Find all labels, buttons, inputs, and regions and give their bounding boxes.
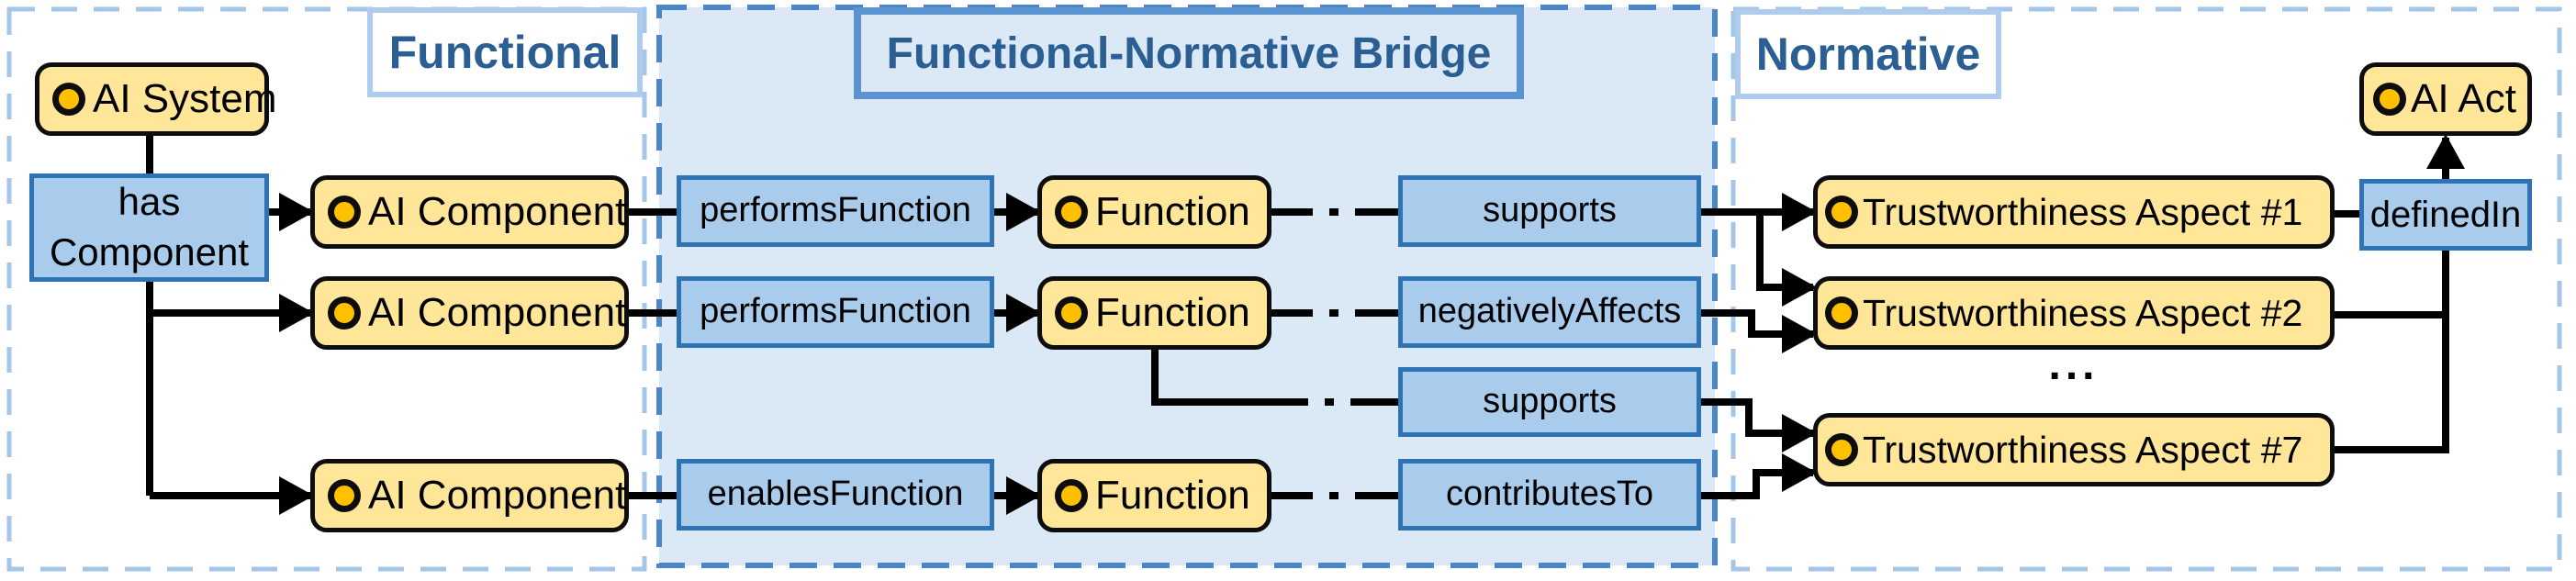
node-function-2-label: Function [1095, 290, 1250, 335]
node-trustworthiness-aspect-2-label: Trustworthiness Aspect #2 [1863, 291, 2303, 334]
node-trustworthiness-aspect-1: Trustworthiness Aspect #1 [1813, 175, 2335, 249]
panel-title-bridge: Functional-Normative Bridge [854, 7, 1524, 99]
dashdot-function2-to-supports2 [1151, 349, 1398, 406]
relation-contributes-to: contributesTo [1398, 459, 1701, 531]
relation-has-component: has Component [29, 173, 269, 282]
relation-supports-1-label: supports [1483, 191, 1617, 230]
arrow-supports1-to-aspect2 [1756, 212, 1817, 307]
relation-supports-1: supports [1398, 175, 1701, 247]
node-ai-component-2-label: AI Component [368, 290, 627, 335]
instance-icon [1055, 296, 1088, 330]
instance-icon [1825, 433, 1858, 466]
arrow-negativelyaffects-to-aspect2 [1701, 309, 1817, 353]
node-ai-component-1: AI Component [310, 175, 629, 249]
node-ai-component-3-label: AI Component [368, 473, 627, 518]
node-ai-act-label: AI Act [2411, 76, 2516, 121]
relation-performs-function-2-label: performsFunction [700, 292, 971, 331]
instance-icon [52, 83, 85, 116]
panel-title-bridge-label: Functional-Normative Bridge [886, 28, 1492, 78]
node-trustworthiness-aspect-7-label: Trustworthiness Aspect #7 [1863, 428, 2303, 471]
node-ai-component-2: AI Component [310, 276, 629, 350]
node-function-2: Function [1037, 276, 1271, 350]
instance-icon [328, 296, 361, 330]
instance-icon [1055, 196, 1088, 229]
node-trustworthiness-aspect-7: Trustworthiness Aspect #7 [1813, 413, 2335, 486]
relation-performs-function-1: performsFunction [677, 175, 994, 247]
instance-icon [2373, 83, 2406, 116]
panel-title-functional-label: Functional [388, 27, 622, 78]
node-trustworthiness-aspect-2: Trustworthiness Aspect #2 [1813, 276, 2335, 350]
node-ai-system: AI System [35, 62, 277, 136]
instance-icon [1825, 296, 1858, 330]
node-function-3-label: Function [1095, 473, 1250, 518]
aspects-ellipsis-label: ... [2048, 340, 2100, 389]
node-trustworthiness-aspect-1-label: Trustworthiness Aspect #1 [1863, 190, 2303, 233]
instance-icon [328, 196, 361, 229]
instance-icon [1825, 196, 1858, 229]
relation-enables-function: enablesFunction [677, 459, 994, 531]
relation-supports-2-label: supports [1483, 382, 1617, 421]
relation-supports-2: supports [1398, 367, 1701, 437]
relation-defined-in: definedIn [2359, 179, 2532, 251]
aspects-ellipsis: ... [2019, 340, 2129, 389]
relation-contributes-to-label: contributesTo [1445, 475, 1653, 514]
node-ai-act: AI Act [2359, 62, 2532, 136]
panel-title-normative-label: Normative [1755, 28, 1981, 80]
panel-title-functional: Functional [367, 7, 643, 97]
node-ai-component-3: AI Component [310, 459, 629, 532]
instance-icon [1055, 479, 1088, 512]
relation-performs-function-1-label: performsFunction [700, 191, 971, 230]
node-function-1-label: Function [1095, 189, 1250, 234]
relation-negatively-affects-label: negativelyAffects [1417, 292, 1682, 331]
arrow-supports2-to-aspect7 [1701, 398, 1817, 453]
relation-performs-function-2: performsFunction [677, 276, 994, 348]
relation-defined-in-label: definedIn [2369, 195, 2522, 235]
relation-negatively-affects: negativelyAffects [1398, 276, 1701, 348]
relation-enables-function-label: enablesFunction [707, 475, 964, 514]
panel-title-normative: Normative [1735, 9, 2001, 99]
node-function-3: Function [1037, 459, 1271, 532]
arrow-contributesto-to-aspect7 [1701, 453, 1817, 499]
node-ai-component-1-label: AI Component [368, 189, 627, 234]
node-ai-system-label: AI System [93, 76, 277, 121]
instance-icon [328, 479, 361, 512]
node-function-1: Function [1037, 175, 1271, 249]
relation-has-component-label: has Component [49, 180, 250, 274]
